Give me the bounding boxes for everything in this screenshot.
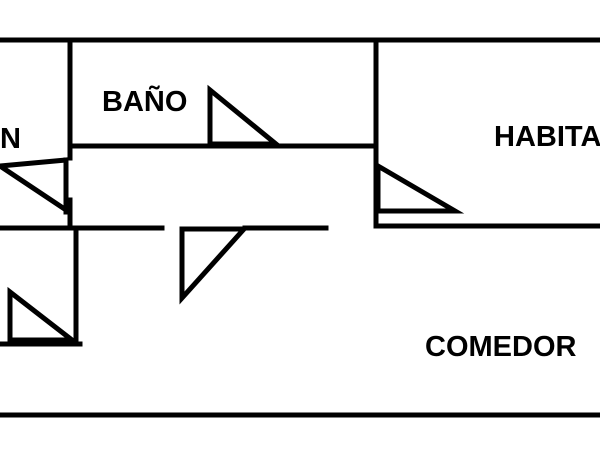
room-label-habitacion: HABITA xyxy=(494,121,600,153)
door-comedor xyxy=(179,226,250,305)
door-habitacion xyxy=(375,161,465,214)
door-left-room xyxy=(0,157,69,215)
room-label-left-room: N xyxy=(0,123,21,155)
door-lower-left-room xyxy=(7,286,80,343)
room-label-bano: BAÑO xyxy=(102,84,187,118)
door-bano xyxy=(207,84,284,147)
room-label-comedor: COMEDOR xyxy=(425,331,577,363)
